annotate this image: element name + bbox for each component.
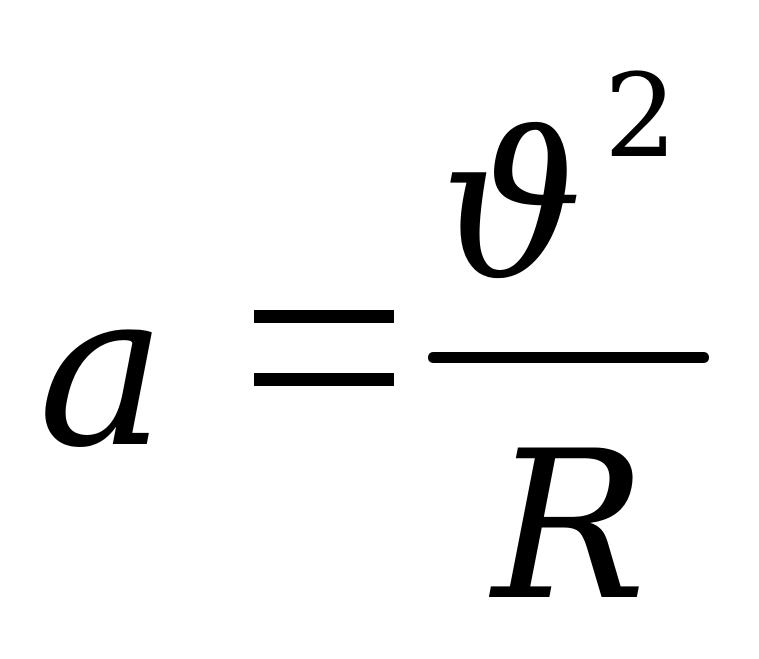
denominator-radius: R bbox=[492, 408, 647, 646]
equals-bar-top bbox=[254, 310, 394, 323]
acceleration-variable: a bbox=[38, 244, 167, 495]
fraction-bar bbox=[428, 352, 709, 363]
equals-sign bbox=[254, 310, 394, 386]
numerator-exponent: 2 bbox=[604, 50, 678, 184]
equals-bar-bottom bbox=[254, 373, 394, 386]
numerator-velocity-symbol: ϑ bbox=[440, 91, 583, 324]
